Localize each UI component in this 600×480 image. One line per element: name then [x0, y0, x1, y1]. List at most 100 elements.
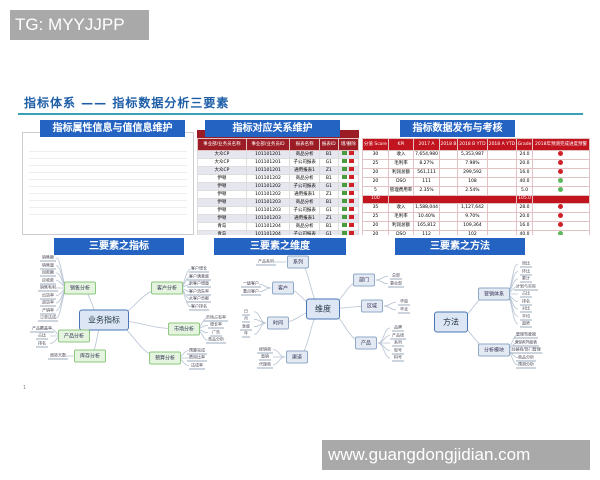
table-cell: 2.35% — [413, 186, 440, 196]
table-cell: 7.98% — [457, 159, 488, 169]
table-cell: 101101204 — [245, 230, 291, 235]
table-cell: B1 — [318, 222, 339, 231]
table-cell: 通用报表1 — [289, 214, 320, 223]
table-cell: 5,353,987 — [457, 150, 488, 160]
status-cell — [531, 150, 590, 160]
table-cell: 毛利率 — [387, 211, 415, 222]
watermark-top: TG: MYYJJPP — [10, 10, 149, 40]
table-cell: DSO — [387, 177, 415, 187]
add-button[interactable] — [342, 167, 348, 171]
table-cell — [438, 186, 459, 196]
connector-line — [383, 301, 397, 307]
mindmap-leaf: 销售量 — [40, 262, 56, 269]
status-cell — [531, 177, 590, 187]
delete-button[interactable] — [349, 183, 355, 187]
action-cell — [337, 150, 359, 159]
title-divider — [18, 113, 583, 115]
mindmap-branch: 产品分析 — [57, 329, 91, 343]
mindmap-leaf: 趋势 — [520, 320, 532, 328]
warning-icon — [558, 203, 564, 209]
mindmap-leaf: 市场占有率 — [204, 314, 228, 322]
mindmap-leaf: 事业部 — [388, 280, 404, 288]
add-button[interactable] — [342, 199, 348, 203]
table-cell: 通用报表1 — [289, 190, 320, 199]
total-score: 100 — [362, 195, 389, 204]
add-button[interactable] — [342, 159, 348, 163]
mindmap-leaf: 排名 — [520, 298, 532, 305]
delete-button[interactable] — [349, 175, 355, 179]
mindmap-leaf: 广告 — [210, 329, 222, 337]
table-cell: 10.40% — [413, 211, 440, 222]
table-cell: 112 — [413, 229, 440, 235]
table-cell: G1 — [318, 182, 339, 191]
spacer — [531, 195, 590, 204]
add-button[interactable] — [342, 231, 348, 235]
column-header: 报表ID — [318, 138, 339, 151]
mindmap-leaf: 达成率 — [189, 362, 205, 369]
delete-button[interactable] — [349, 223, 355, 227]
delete-button[interactable] — [349, 159, 355, 163]
table-cell: 101101204 — [245, 222, 291, 231]
mindmap-leaf: 华北 — [398, 306, 410, 314]
delete-button[interactable] — [349, 151, 355, 155]
add-button[interactable] — [342, 223, 348, 227]
check-icon — [558, 178, 564, 183]
mindmap-leaf: 产品系列 — [256, 258, 276, 266]
table-cell: 7,654,980 — [413, 150, 440, 160]
panel-title-publish: 指标数据发布与考核 — [400, 120, 515, 137]
connector-line — [377, 327, 391, 344]
warning-icon — [558, 160, 564, 165]
status-cell — [531, 159, 590, 169]
add-button[interactable] — [342, 151, 348, 155]
connector-line — [253, 311, 267, 324]
mindmap-branch: 分析模块 — [477, 343, 511, 357]
table-cell: 30 — [362, 150, 389, 160]
delete-button[interactable] — [349, 191, 355, 195]
delete-button[interactable] — [349, 199, 355, 203]
table-cell: 35 — [362, 202, 389, 213]
table-cell: 毛利率 — [387, 159, 415, 169]
add-button[interactable] — [342, 215, 348, 219]
action-cell — [337, 214, 359, 223]
table-cell: 收入 — [387, 202, 415, 213]
mindmap-branch: 产品 — [354, 336, 378, 350]
mindmap-leaf: 预测分析 — [516, 361, 536, 369]
table-cell: 子公司报表 — [289, 158, 320, 167]
table-cell: 25 — [362, 159, 389, 169]
delete-button[interactable] — [349, 215, 355, 219]
action-cell — [337, 190, 359, 199]
mindmap-branch: 预算分析 — [148, 351, 182, 365]
action-cell — [337, 222, 359, 231]
table-cell: 伊顿 — [197, 214, 247, 223]
connector-line — [377, 342, 391, 359]
watermark-bottom: www.guangdongjidian.com — [322, 440, 590, 470]
table-cell: 伊顿 — [197, 206, 247, 215]
delete-button[interactable] — [349, 167, 355, 171]
table-cell: B1 — [318, 174, 339, 183]
mindmap-leaf: 代理商 — [257, 361, 273, 368]
table-cell: 111 — [413, 177, 440, 187]
add-button[interactable] — [342, 191, 348, 195]
table-cell — [438, 150, 459, 160]
status-cell — [531, 202, 590, 213]
mindmap-leaf: 销售毛利 — [38, 284, 58, 292]
table-cell — [438, 168, 459, 178]
table-cell: 通用报表1 — [289, 166, 320, 175]
attr-form-screenshot — [22, 132, 194, 235]
mindmap-leaf: 产品覆盖率 — [30, 325, 54, 332]
mindmap-leaf: 客户流失率 — [187, 288, 211, 296]
delete-button[interactable] — [349, 231, 355, 235]
table-cell: 商品分析 — [289, 174, 320, 183]
add-button[interactable] — [342, 207, 348, 211]
mindmap-leaf: 回款额 — [40, 269, 56, 277]
mindmap-leaf: 经销商 — [257, 346, 273, 353]
table-cell — [486, 186, 518, 196]
add-button[interactable] — [342, 175, 348, 179]
add-button[interactable] — [342, 183, 348, 187]
delete-button[interactable] — [349, 207, 355, 211]
table-cell: Z1 — [318, 166, 339, 175]
